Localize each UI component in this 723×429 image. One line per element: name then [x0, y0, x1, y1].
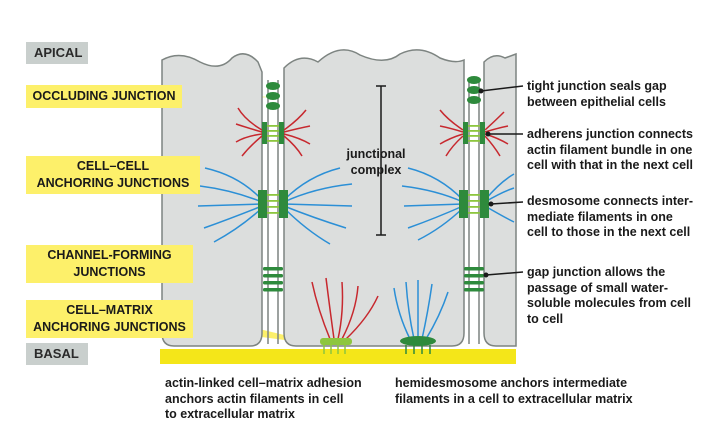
note-actin-adhesion-line-1: actin-linked cell–matrix adhesion	[165, 376, 362, 390]
gap-junction-left	[263, 267, 283, 292]
junction-stack-right	[401, 76, 515, 292]
pointer-gap	[485, 271, 524, 276]
hemidesmosome-plaque	[400, 336, 436, 346]
hemidesmosome-integrins	[405, 345, 431, 354]
note-desmosome-line-3: cell to those in the next cell	[527, 225, 691, 239]
note-tight-junction: tight junction seals gap between epithel…	[527, 79, 667, 110]
desmosome-left	[258, 190, 288, 218]
hemidesmosome	[393, 280, 449, 354]
note-gap-junction: gap junction allows the passage of small…	[527, 265, 691, 327]
gap-junction-right	[464, 267, 484, 292]
actin-filaments-adhesion	[311, 277, 379, 340]
label-cell-matrix-line-2: ANCHORING JUNCTIONS	[33, 320, 186, 334]
label-cell-cell-anchoring: CELL–CELL ANCHORING JUNCTIONS	[26, 156, 200, 194]
apical-tag: APICAL	[26, 42, 88, 64]
intermediate-filaments-desmosome-left	[197, 167, 353, 245]
actin-filaments-adherens-right	[439, 109, 509, 157]
epithelial-cell-middle	[283, 49, 465, 347]
adhesion-integrins	[323, 345, 346, 354]
junctional-complex-line-1: junctional	[346, 147, 406, 161]
basal-tag: BASAL	[26, 343, 88, 365]
junctional-complex-label: junctional complex	[326, 146, 426, 178]
note-hemidesmosome-line-1: hemidesmosome anchors intermediate	[395, 376, 628, 390]
tight-junction-left	[266, 82, 280, 110]
note-adherens-junction: adherens junction connects actin filamen…	[527, 127, 693, 174]
label-occluding-junction: OCCLUDING JUNCTION	[26, 85, 182, 108]
label-occluding-line-1: OCCLUDING JUNCTION	[32, 89, 176, 103]
note-gap-line-3: soluble molecules from cell	[527, 296, 691, 310]
note-gap-line-1: gap junction allows the	[527, 265, 666, 279]
label-channel-forming: CHANNEL-FORMING JUNCTIONS	[26, 245, 193, 283]
note-adherens-line-2: actin filament bundle in one	[527, 142, 693, 157]
label-cell-cell-line-1: CELL–CELL	[76, 159, 150, 173]
adherens-junction-left	[262, 122, 284, 144]
note-actin-adhesion-line-2: anchors actin filaments in cell	[165, 391, 344, 406]
pointer-dots	[478, 88, 494, 278]
pointer-tight	[480, 85, 524, 92]
note-desmosome-line-2: mediate filaments in one	[527, 209, 673, 224]
label-channel-line-2: JUNCTIONS	[73, 265, 146, 279]
actin-linked-adhesion	[311, 277, 379, 354]
note-pointers	[480, 85, 524, 276]
note-desmosome: desmosome connects inter- mediate filame…	[527, 194, 693, 241]
apical-tag-text: APICAL	[34, 45, 83, 60]
note-gap-line-4: to cell	[527, 311, 564, 326]
actin-filaments-adherens-left	[235, 107, 311, 157]
tight-junction-right	[467, 76, 481, 104]
note-hemidesmosome-line-2: filaments in a cell to extracellular mat…	[395, 391, 633, 406]
note-desmosome-line-1: desmosome connects inter-	[527, 194, 694, 208]
junctional-complex-bracket	[376, 85, 386, 236]
label-cell-cell-line-2: ANCHORING JUNCTIONS	[36, 176, 190, 190]
note-hemidesmosome: hemidesmosome anchors intermediate filam…	[395, 376, 633, 407]
note-adherens-line-3: cell with that in the next cell	[527, 158, 694, 172]
note-tight-line-1: tight junction seals gap	[527, 79, 667, 93]
note-adherens-line-1: adherens junction connects	[527, 127, 694, 141]
label-cell-matrix-line-1: CELL–MATRIX	[66, 303, 153, 317]
pointer-desmosome	[490, 201, 524, 205]
label-cell-matrix-anchoring: CELL–MATRIX ANCHORING JUNCTIONS	[26, 300, 193, 338]
desmosome-right	[459, 190, 489, 218]
basal-lamina	[160, 349, 516, 364]
junction-stack-left	[197, 82, 353, 292]
label-channel-line-1: CHANNEL-FORMING	[47, 248, 172, 262]
note-actin-adhesion-line-3: to extracellular matrix	[165, 407, 295, 421]
note-gap-line-2: passage of small water-	[527, 280, 669, 295]
adhesion-plaque	[320, 338, 352, 345]
basal-tag-text: BASAL	[34, 346, 79, 361]
adherens-junction-right	[463, 122, 485, 144]
note-actin-linked-adhesion: actin-linked cell–matrix adhesion anchor…	[165, 376, 362, 423]
intermediate-filaments-hemidesmosome	[393, 280, 449, 340]
note-tight-line-2: between epithelial cells	[527, 94, 666, 109]
junctional-complex-line-2: complex	[350, 163, 402, 177]
